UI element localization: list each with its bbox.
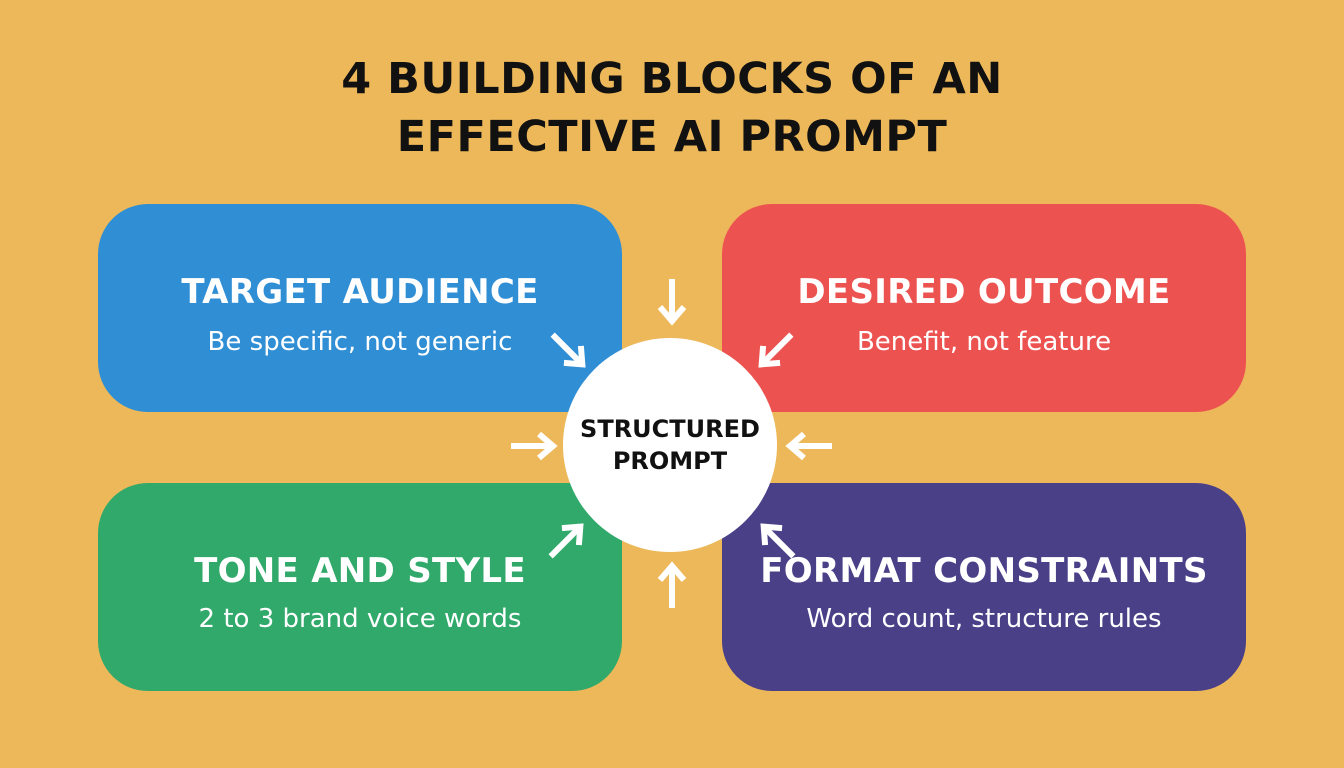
block-subtitle: Word count, structure rules <box>806 604 1162 634</box>
block-tone-and-style: TONE AND STYLE 2 to 3 brand voice words <box>98 483 622 691</box>
arrow-icon <box>660 279 684 321</box>
block-subtitle: 2 to 3 brand voice words <box>198 604 522 634</box>
block-format-constraints: FORMAT CONSTRAINTS Word count, structure… <box>722 483 1246 691</box>
title-line-2: EFFECTIVE AI PROMPT <box>396 112 948 162</box>
block-heading: DESIRED OUTCOME <box>797 272 1171 312</box>
block-target-audience: TARGET AUDIENCE Be specific, not generic <box>98 204 622 412</box>
title-line-1: 4 BUILDING BLOCKS OF AN <box>341 54 1003 104</box>
block-heading: TONE AND STYLE <box>194 551 526 591</box>
arrow-icon <box>511 434 553 458</box>
block-desired-outcome: DESIRED OUTCOME Benefit, not feature <box>722 204 1246 412</box>
block-subtitle: Be specific, not generic <box>207 327 513 357</box>
hub-line-2: PROMPT <box>612 447 728 475</box>
hub-line-1: STRUCTURED <box>580 415 760 443</box>
diagram-title: 4 BUILDING BLOCKS OF AN EFFECTIVE AI PRO… <box>0 50 1344 166</box>
arrow-icon <box>790 434 832 458</box>
structured-prompt-hub: STRUCTURED PROMPT <box>563 338 777 552</box>
block-heading: TARGET AUDIENCE <box>181 272 539 312</box>
arrow-icon <box>660 566 684 608</box>
block-heading: FORMAT CONSTRAINTS <box>760 551 1208 591</box>
block-subtitle: Benefit, not feature <box>856 327 1112 357</box>
